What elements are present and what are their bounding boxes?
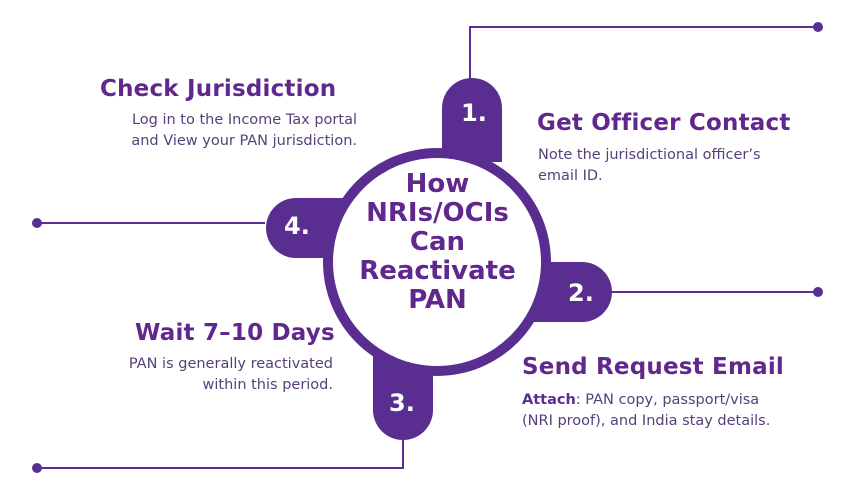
step-4-description: Log in to the Income Tax portal and View… <box>60 110 357 152</box>
step-2-desc-line: Attach: PAN copy, passport/visa <box>522 390 770 411</box>
center-title-line: NRIs/OCIs <box>366 198 509 228</box>
step-3-desc-line: within this period. <box>202 377 333 393</box>
step-1-desc-line: email ID. <box>538 168 603 184</box>
step-1-title: Get Officer Contact <box>537 110 791 136</box>
step-2-title: Send Request Email <box>522 354 785 380</box>
connector-lines <box>37 26 818 469</box>
dot-step-4 <box>32 218 42 228</box>
petal-step-3 <box>373 350 433 440</box>
petal-step-1 <box>442 78 502 162</box>
hub-inner <box>333 158 541 366</box>
step-4-title: Check Jurisdiction <box>100 76 337 102</box>
connector-step-3 <box>37 430 404 469</box>
step-4-desc-line: Log in to the Income Tax portal <box>131 112 357 128</box>
center-title: How NRIs/OCIs Can Reactivate PAN <box>330 170 545 315</box>
step-3-desc-line: PAN is generally reactivated <box>128 356 333 372</box>
petal-step-4 <box>266 198 356 258</box>
connector-dots <box>32 22 823 473</box>
dot-step-1 <box>813 22 823 32</box>
step-2-desc-text: : PAN copy, passport/visa <box>575 392 760 408</box>
attach-label: Attach <box>522 392 576 408</box>
step-1-desc-line: Note the jurisdictional officer’s <box>538 147 761 163</box>
center-title-line: How <box>405 169 470 199</box>
dot-step-3 <box>32 463 42 473</box>
center-title-line: Reactivate <box>359 256 516 286</box>
connector-step-1 <box>469 26 818 80</box>
step-3-description: PAN is generally reactivated within this… <box>60 354 333 396</box>
step-number-1: 1. <box>461 99 487 127</box>
step-4-desc-line: and View your PAN jurisdiction. <box>131 133 357 149</box>
step-2-desc-line: (NRI proof), and India stay details. <box>522 413 771 429</box>
step-1-description: Note the jurisdictional officer’s email … <box>538 145 761 187</box>
center-title-line: Can <box>409 227 466 257</box>
step-number-3: 3. <box>389 389 415 417</box>
petal-step-2 <box>525 262 612 322</box>
step-2-description: Attach: PAN copy, passport/visa (NRI pro… <box>522 390 770 432</box>
step-number-4: 4. <box>284 212 310 240</box>
dot-step-2 <box>813 287 823 297</box>
step-number-2: 2. <box>568 279 594 307</box>
step-3-title: Wait 7–10 Days <box>135 320 335 346</box>
center-title-line: PAN <box>408 285 467 315</box>
